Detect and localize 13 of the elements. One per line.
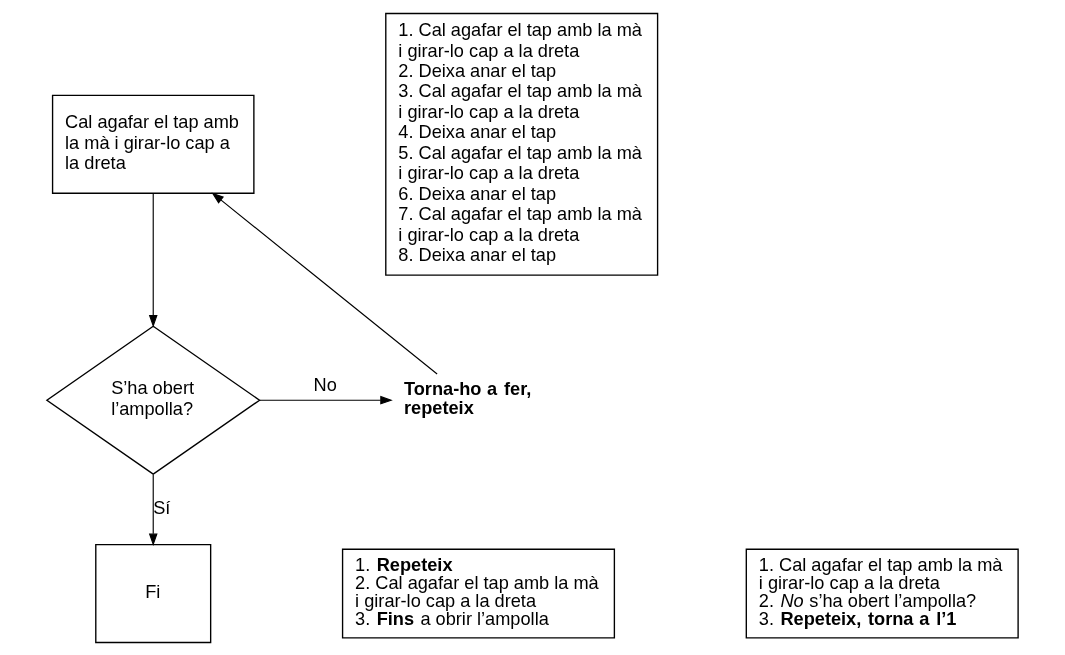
node-box: Fi: [95, 543, 212, 643]
node-box: 1. Repeteix 2. Cal agafar el tap amb la mà i girar-lo cap a la dreta 3. Fins a obrir l’ampolla: [341, 548, 616, 639]
arrow: [148, 192, 158, 328]
node-diamond: S’ha obert l’ampolla?: [45, 324, 261, 475]
arrow: [148, 473, 158, 546]
arrow: [211, 191, 438, 375]
node-box: 1. Cal agafar el tap amb la mà i girar-lo cap a la dreta 2. Deixa anar el tap 3. Cal agafar el tap amb la mà i girar-lo cap a la dreta 4. Deixa anar el tap 5. Cal agafar el tap amb la mà i girar-lo cap a la dreta 6. Deixa anar el tap 7. Cal agafar el tap amb la mà i girar-lo cap a la dreta 8. Deixa anar el tap: [385, 12, 659, 276]
node-box: 1. Cal agafar el tap amb la mà i girar-lo cap a la dreta 2. No s’ha obert l’ampolla? 3. Repeteix, torna a l’1: [745, 548, 1019, 639]
edge-label: Sí: [153, 497, 171, 518]
node-text: Torna-ho a fer, repeteix: [403, 378, 532, 418]
arrow: [259, 395, 393, 405]
edge-label: No: [313, 374, 337, 395]
node-box: Cal agafar el tap amb la mà i girar-lo cap a la dreta: [51, 94, 255, 194]
